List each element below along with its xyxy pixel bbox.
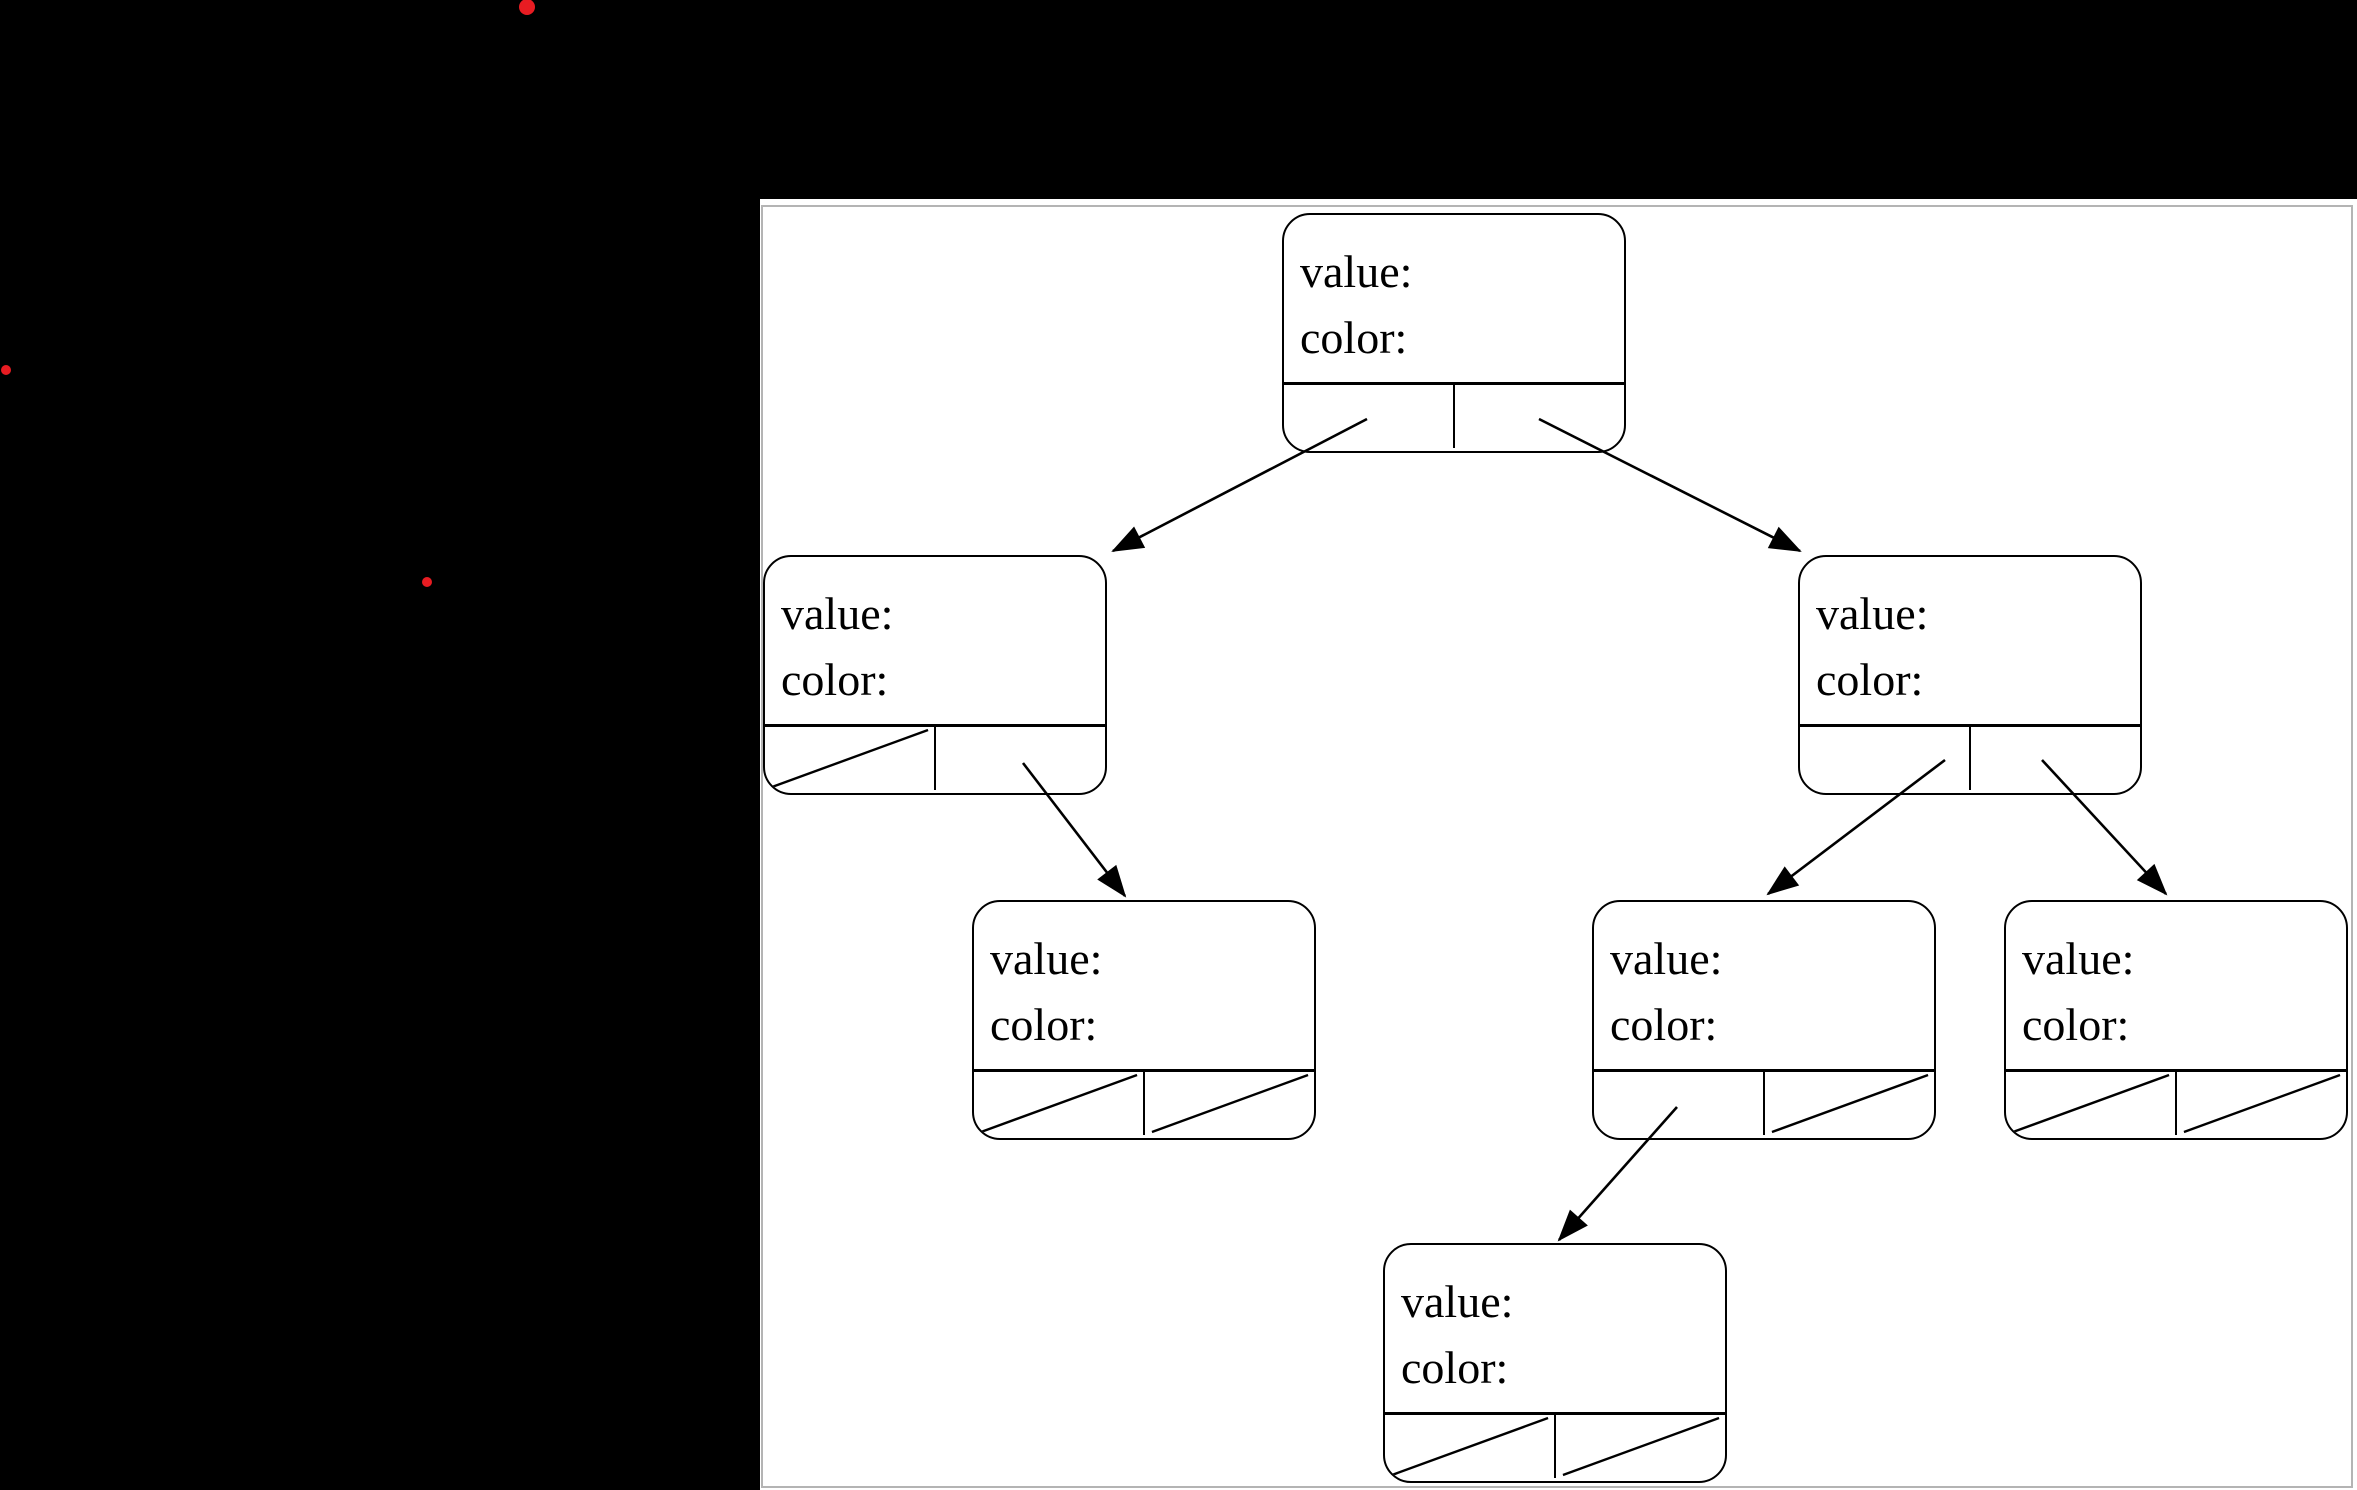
null-slash-icon bbox=[1765, 1072, 1934, 1135]
value-label: value: bbox=[781, 588, 894, 639]
right-pointer-cell bbox=[1455, 385, 1624, 448]
null-slash-icon bbox=[1145, 1072, 1314, 1135]
tree-node-root: value: color: bbox=[1282, 213, 1626, 453]
color-label: color: bbox=[781, 654, 889, 705]
tree-node-left-right: value: color: bbox=[972, 900, 1316, 1140]
value-label: value: bbox=[1300, 246, 1413, 297]
null-slash-icon bbox=[1385, 1415, 1554, 1478]
node-fields: value: color: bbox=[1385, 1245, 1725, 1415]
color-label: color: bbox=[1816, 654, 1924, 705]
node-pointers bbox=[1800, 727, 2140, 790]
value-label: value: bbox=[990, 933, 1103, 984]
node-fields: value: color: bbox=[2006, 902, 2346, 1072]
node-fields: value: color: bbox=[1800, 557, 2140, 727]
value-label: value: bbox=[1816, 588, 1929, 639]
null-slash-icon bbox=[2177, 1072, 2346, 1135]
right-pointer-cell bbox=[2177, 1072, 2346, 1135]
tree-node-right-right: value: color: bbox=[2004, 900, 2348, 1140]
right-pointer-cell bbox=[1971, 727, 2140, 790]
tree-node-left: value: color: bbox=[763, 555, 1107, 795]
node-fields: value: color: bbox=[1284, 215, 1624, 385]
color-label: color: bbox=[1401, 1342, 1509, 1393]
color-label: color: bbox=[1610, 999, 1718, 1050]
node-pointers bbox=[1594, 1072, 1934, 1135]
color-label: color: bbox=[990, 999, 1098, 1050]
left-pointer-cell bbox=[1800, 727, 1971, 790]
left-pointer-cell bbox=[1284, 385, 1455, 448]
left-pointer-cell bbox=[974, 1072, 1145, 1135]
value-label: value: bbox=[1401, 1276, 1514, 1327]
right-pointer-cell bbox=[1145, 1072, 1314, 1135]
node-pointers bbox=[2006, 1072, 2346, 1135]
right-pointer-cell bbox=[1765, 1072, 1934, 1135]
left-pointer-cell bbox=[1385, 1415, 1556, 1478]
left-pointer-cell bbox=[1594, 1072, 1765, 1135]
red-dot bbox=[422, 577, 432, 587]
null-slash-icon bbox=[974, 1072, 1143, 1135]
value-label: value: bbox=[2022, 933, 2135, 984]
red-dot bbox=[1, 365, 11, 375]
null-slash-icon bbox=[1556, 1415, 1725, 1478]
red-dot bbox=[519, 0, 535, 15]
left-pointer-cell bbox=[2006, 1072, 2177, 1135]
node-fields: value: color: bbox=[1594, 902, 1934, 1072]
node-pointers bbox=[1284, 385, 1624, 448]
right-pointer-cell bbox=[936, 727, 1105, 790]
node-pointers bbox=[974, 1072, 1314, 1135]
null-slash-icon bbox=[765, 727, 934, 790]
null-slash-icon bbox=[2006, 1072, 2175, 1135]
tree-node-right-left: value: color: bbox=[1592, 900, 1936, 1140]
left-pointer-cell bbox=[765, 727, 936, 790]
color-label: color: bbox=[2022, 999, 2130, 1050]
value-label: value: bbox=[1610, 933, 1723, 984]
tree-node-right: value: color: bbox=[1798, 555, 2142, 795]
tree-node-right-left-left: value: color: bbox=[1383, 1243, 1727, 1483]
color-label: color: bbox=[1300, 312, 1408, 363]
node-pointers bbox=[765, 727, 1105, 790]
right-pointer-cell bbox=[1556, 1415, 1725, 1478]
node-fields: value: color: bbox=[765, 557, 1105, 727]
node-fields: value: color: bbox=[974, 902, 1314, 1072]
node-pointers bbox=[1385, 1415, 1725, 1478]
